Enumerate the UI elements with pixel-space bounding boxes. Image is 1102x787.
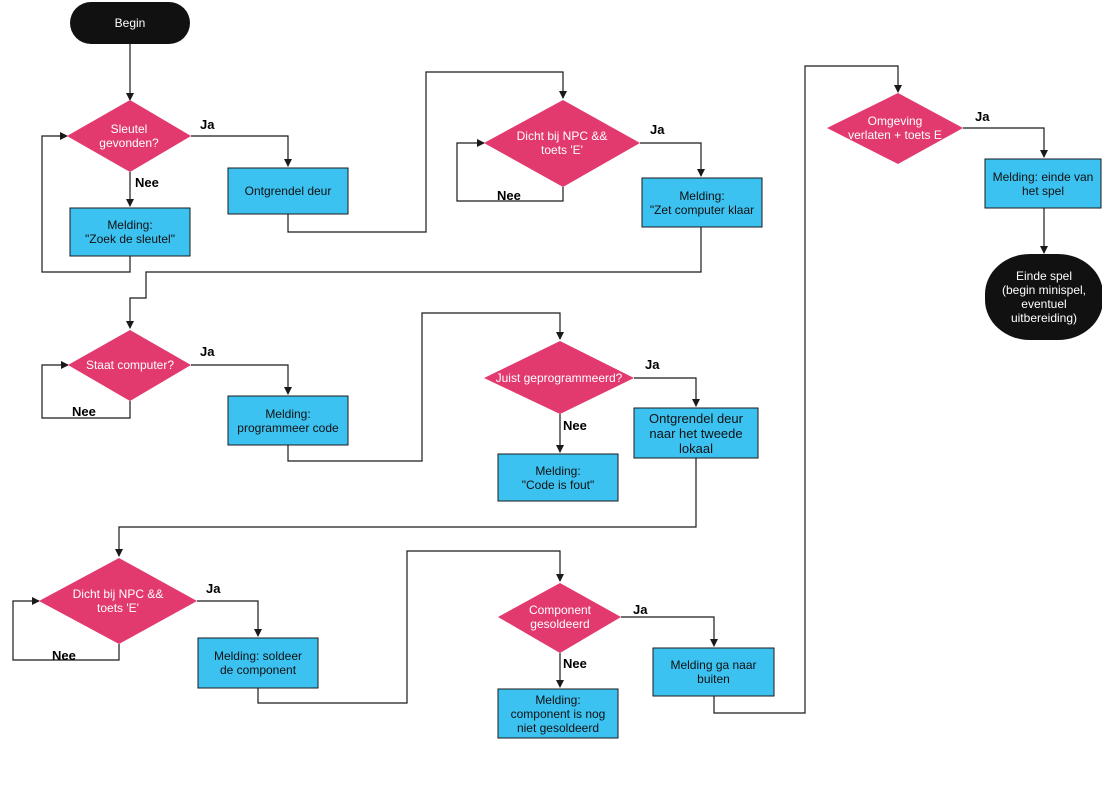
process-soldeer — [197, 637, 319, 689]
ontgrendel-label: Ontgrendel deur — [244, 184, 332, 198]
omgeving-question: Omgeving verlaten + toets E — [848, 114, 942, 142]
npc1-question: Dicht bij NPC && toets 'E' — [516, 129, 608, 157]
niet-label: Melding: component is nog niet gesoldeer… — [510, 692, 606, 735]
decision-staat — [68, 330, 191, 401]
edge-programmeer-juist — [287, 312, 564, 462]
edge-buiten-omgeving — [713, 65, 902, 714]
npc2-question: Dicht bij NPC && toets 'E' — [72, 587, 164, 615]
edge-staat-programmeer — [191, 364, 292, 395]
edge-staat-loop — [41, 361, 131, 419]
fout-label: Melding: "Code is fout" — [521, 463, 595, 492]
juist-question: Juist geprogrammeerd? — [495, 371, 623, 385]
edge-label-ja: Ja — [200, 117, 215, 132]
soldeer-label: Melding: soldeer de component — [213, 649, 303, 677]
edge-npc2-loop — [12, 597, 120, 661]
edge-label-nee: Nee — [72, 404, 96, 419]
staat-question: Staat computer? — [85, 358, 175, 372]
edge-juist-ontgrendel2 — [634, 377, 700, 407]
begin-terminal — [70, 2, 190, 44]
edge-label-nee: Nee — [497, 188, 521, 203]
edge-omgeving-einde-melding — [963, 127, 1048, 158]
edge-label-nee: Nee — [135, 175, 159, 190]
process-ontgrendel2 — [633, 407, 759, 459]
edge-label-ja: Ja — [633, 602, 648, 617]
process-einde-melding — [984, 158, 1102, 209]
edge-npc1-loop — [456, 139, 564, 202]
programmeer-label: Melding: programmeer code — [237, 406, 339, 435]
edge-soldeer-component — [257, 550, 564, 704]
sleutel-question: Sleutel gevonden? — [99, 122, 159, 150]
edge-label-nee: Nee — [563, 418, 587, 433]
decision-juist — [484, 341, 634, 414]
begin-label: Begin — [114, 16, 146, 30]
computer-label: Melding: "Zet computer klaar — [649, 188, 755, 217]
edge-label-ja: Ja — [200, 344, 215, 359]
process-computer — [641, 177, 763, 228]
process-fout — [497, 453, 619, 502]
einde-label: Einde spel (begin minispel, eventuel uit… — [1001, 269, 1087, 325]
edge-label-ja: Ja — [645, 357, 660, 372]
edge-component-buiten — [621, 616, 718, 647]
process-ontgrendel — [227, 167, 349, 215]
decision-component — [498, 583, 621, 653]
edge-label-nee: Nee — [52, 648, 76, 663]
edge-sleutel-ontgrendel — [191, 135, 292, 167]
edge-label-ja: Ja — [975, 109, 990, 124]
component-question: Component gesoldeerd — [528, 603, 592, 631]
edge-label-nee: Nee — [563, 656, 587, 671]
decision-sleutel — [67, 100, 191, 172]
edge-ontgrendel-npc1 — [287, 71, 567, 233]
edge-zoek-loop — [41, 132, 131, 273]
edge-npc1-computer — [640, 142, 705, 177]
edge-ontgrendel2-npc2 — [115, 458, 697, 557]
process-zoek — [69, 207, 191, 257]
connectors — [12, 44, 1048, 714]
edge-npc2-soldeer — [197, 600, 262, 637]
buiten-label: Melding ga naar buiten — [670, 658, 757, 686]
einde-melding-label: Melding: einde van het spel — [992, 169, 1094, 198]
zoek-label: Melding: "Zoek de sleutel" — [85, 218, 175, 246]
einde-terminal — [985, 254, 1102, 340]
process-programmeer — [227, 395, 349, 446]
decision-omgeving — [827, 93, 963, 164]
edge-computer-staat — [126, 227, 702, 329]
process-niet — [497, 688, 619, 739]
process-buiten — [652, 647, 775, 697]
ontgrendel2-label: Ontgrendel deur naar het tweede lokaal — [649, 410, 743, 456]
decision-npc1 — [484, 100, 640, 187]
edge-label-ja: Ja — [206, 581, 221, 596]
decision-npc2 — [39, 558, 197, 644]
edge-label-ja: Ja — [650, 122, 665, 137]
